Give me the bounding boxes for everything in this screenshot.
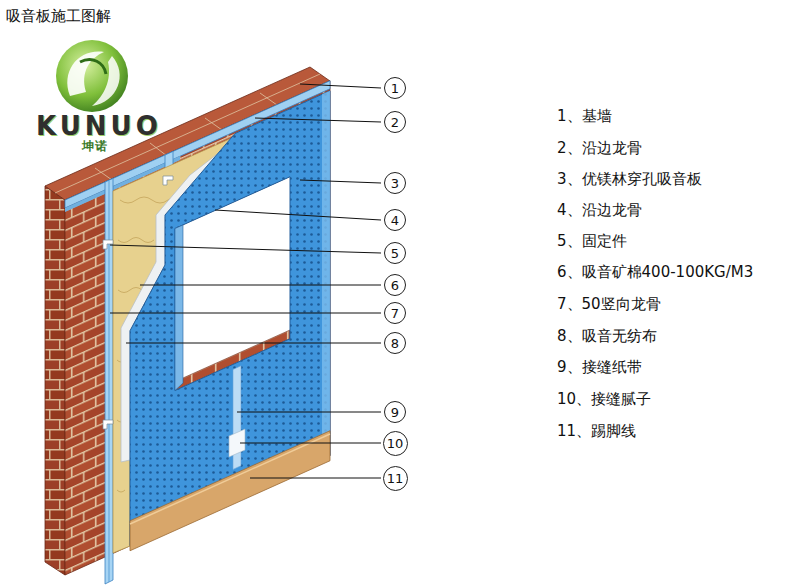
wall-end-face [45,186,65,575]
legend-item: 9、接缝纸带 [557,359,642,376]
callout-circle: 9 [384,401,406,423]
callout-circle: 1 [384,77,406,99]
leader-lines [110,84,381,478]
legend-item: 2、沿边龙骨 [557,140,642,157]
callout-circle: 7 [384,302,406,324]
vertical-stud [105,178,113,584]
callout-number: 8 [391,337,399,350]
callout-number: 10 [387,437,404,450]
logo-text: 坤诺 [82,140,108,154]
callout-circle: 3 [384,172,406,194]
callout-circle: 10 [383,431,408,456]
legend-item: 11、踢脚线 [557,423,636,440]
callout-number: 11 [387,472,404,485]
legend-item: 10、接缝腻子 [557,391,651,408]
callout-number: 5 [391,247,399,260]
callout-circle: 6 [384,274,406,296]
fixing-pieces [103,176,173,429]
legend-item: 4、沿边龙骨 [557,202,642,219]
diagram-title: 吸音板施工图解 [6,8,111,25]
legend-item: 5、固定件 [557,233,627,250]
callout-number: 7 [391,307,399,320]
callout-circle: 2 [384,111,406,133]
callout-number: 2 [391,116,399,129]
skirting [130,431,330,551]
legend-item: 6、吸音矿棉400-100KG/M3 [557,264,753,281]
window-reveal [175,225,183,391]
callout-number: 6 [391,279,399,292]
skirting-highlight [130,434,330,524]
legend-item: 1、基墙 [557,108,612,125]
callout-circle: 4 [384,209,406,231]
logo-mark [56,40,128,112]
logo-text: KUNUO [36,112,162,142]
legend-item: 3、优镁林穿孔吸音板 [557,171,702,188]
legend-item: 8、吸音无纺布 [557,328,657,345]
callout-number: 3 [391,177,399,190]
callout-circle: 8 [384,332,406,354]
callout-number: 4 [391,214,399,227]
callout-number: 1 [391,82,399,95]
panel-edge [322,91,330,460]
legend-item: 7、50竖向龙骨 [557,296,661,313]
callout-number: 9 [391,406,399,419]
callout-circle: 11 [383,466,408,491]
callout-circle: 5 [384,242,406,264]
